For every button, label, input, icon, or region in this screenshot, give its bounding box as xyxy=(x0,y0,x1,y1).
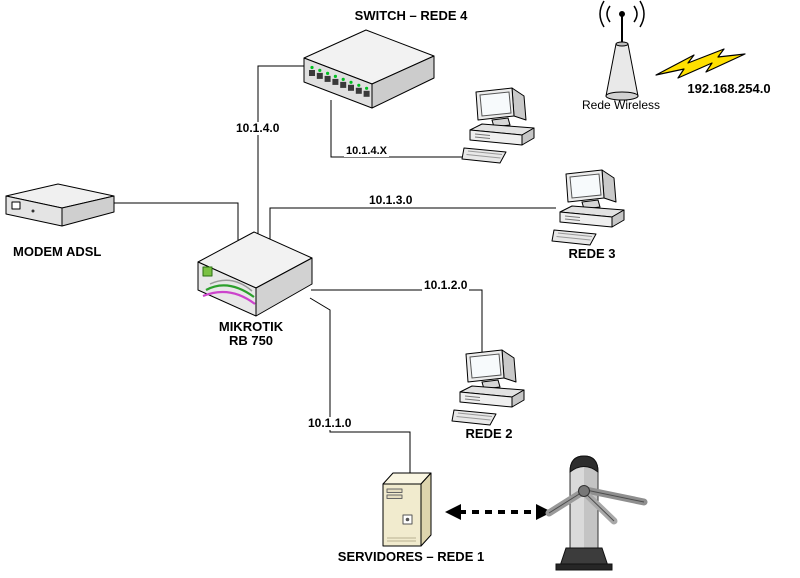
server-turnstile-arrow xyxy=(445,504,552,520)
pc-rede4-icon xyxy=(461,87,535,164)
link-modem-router xyxy=(100,202,239,240)
rede2-label: REDE 2 xyxy=(465,426,513,441)
link-label-10-1-4-x: 10.1.4.X xyxy=(344,145,389,158)
pc-rede3-icon xyxy=(551,169,625,246)
modem-label: MODEM ADSL xyxy=(13,244,102,259)
wireless-label: Rede Wireless xyxy=(581,98,661,112)
link-label-10-1-1-0: 10.1.1.0 xyxy=(306,416,354,431)
link-router-rede3 xyxy=(269,207,556,240)
lightning-icon xyxy=(655,48,746,79)
switch-device xyxy=(303,29,435,109)
rede3-label: REDE 3 xyxy=(568,246,616,261)
link-lines xyxy=(100,65,556,474)
link-router-server xyxy=(309,297,411,474)
wan-network-label: 192.168.254.0 xyxy=(687,81,771,96)
wireless-antenna-icon xyxy=(599,0,645,101)
router-device xyxy=(197,231,313,317)
link-label-10-1-3-0: 10.1.3.0 xyxy=(367,193,415,208)
link-label-10-1-4-0: 10.1.4.0 xyxy=(234,121,282,136)
link-switch-pc xyxy=(330,100,466,158)
link-router-switch xyxy=(257,65,307,240)
modem-device xyxy=(5,183,115,227)
link-label-10-1-2-0: 10.1.2.0 xyxy=(422,278,470,293)
switch-ports xyxy=(309,65,370,97)
switch-label: SWITCH – REDE 4 xyxy=(354,8,468,23)
pc-rede2-icon xyxy=(451,349,525,426)
server-icon xyxy=(382,472,432,547)
router-label-line2: RB 750 xyxy=(228,333,274,348)
router-label-line1: MIKROTIK xyxy=(218,319,284,334)
link-router-rede2 xyxy=(311,289,483,352)
server-label: SERVIDORES – REDE 1 xyxy=(337,549,485,564)
turnstile-icon xyxy=(545,455,648,571)
